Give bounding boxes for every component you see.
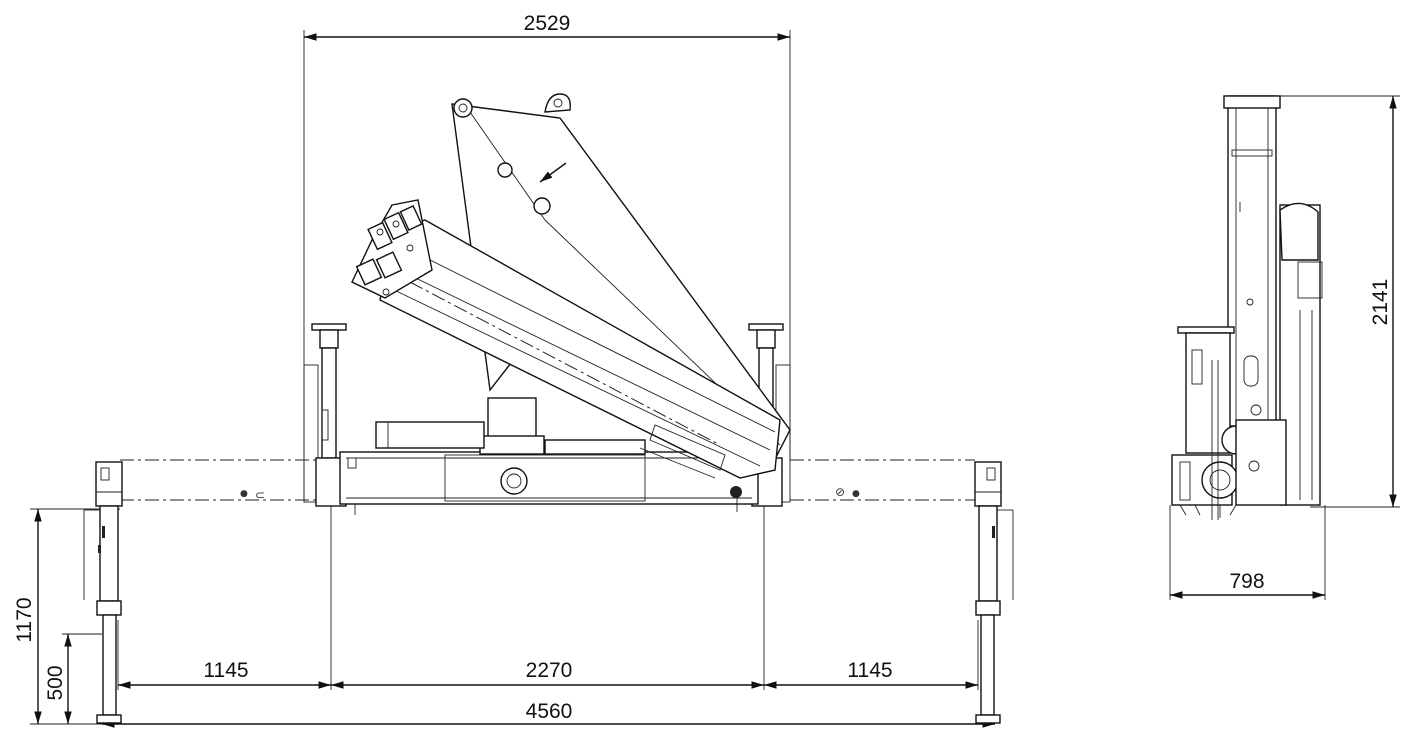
boom-hoses [639,424,726,479]
outrigger-beams: ● ⊂ ⊘ ● [120,459,975,502]
dimension-outrigger-clearance: 500 [44,633,102,724]
dim-label-right-span: 1145 [847,659,892,682]
dim-label-2529: 2529 [524,12,571,35]
side-view-crane [1171,95,1323,520]
left-outrigger-leg [83,461,123,724]
front-view-crane: ● ⊂ ⊘ ● [83,93,1014,724]
dim-label-798: 798 [1229,570,1264,593]
svg-text:●: ● [852,489,860,499]
crane-column [375,397,646,455]
dim-label-500: 500 [44,665,67,700]
dimension-side-height: 2141 [1260,95,1400,508]
boom-tip-cluster [351,199,433,299]
dim-label-left-span: 1145 [203,659,248,682]
base-frame [339,451,759,515]
dim-label-total-span: 4560 [526,700,573,723]
dim-label-center-span: 2270 [526,659,573,682]
svg-text:●: ● [240,489,248,499]
outer-boom [379,219,781,479]
svg-text:⊂: ⊂ [255,488,265,502]
dim-label-2141: 2141 [1369,279,1392,326]
right-outrigger-leg [974,461,1014,724]
svg-text:⊘: ⊘ [835,485,845,499]
dimension-side-width: 798 [1169,505,1326,600]
dim-label-1170: 1170 [13,597,36,642]
